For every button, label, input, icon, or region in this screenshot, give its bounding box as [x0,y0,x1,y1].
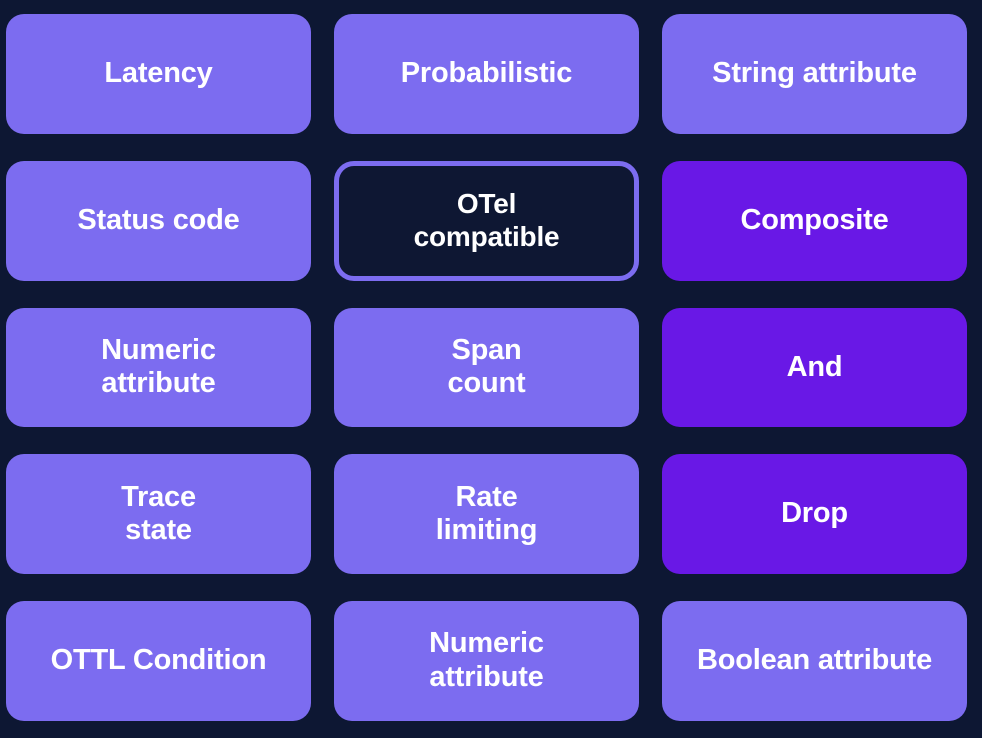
policy-tile[interactable]: Boolean attribute [662,601,967,721]
policy-tile[interactable]: Drop [662,454,967,575]
policy-tile[interactable]: Numeric attribute [6,307,311,428]
policy-tile-label: Span count [447,333,526,400]
policy-tile[interactable]: Span count [334,307,639,428]
policy-tile-label: Status code [77,203,240,236]
policy-tile[interactable]: Numeric attribute [334,601,639,721]
policy-tile-label: Probabilistic [400,57,573,90]
policy-tile-label: String attribute [712,57,917,90]
policy-tile-label: And [786,350,843,383]
policy-tile-label: Composite [740,203,889,236]
policy-tile-label: Drop [781,497,848,530]
policy-tile-label: Boolean attribute [696,644,933,677]
policy-tile-label: Rate limiting [435,480,538,547]
policy-tile[interactable]: Latency [6,14,311,134]
policy-tile[interactable]: Composite [662,160,967,281]
policy-tile[interactable]: Status code [6,160,311,281]
policy-tile[interactable]: OTel compatible [334,160,639,281]
policy-tile[interactable]: Rate limiting [334,454,639,575]
policy-tile-label: Trace state [121,480,196,547]
policy-tile-label: Numeric attribute [429,627,544,694]
policy-tile[interactable]: Trace state [6,454,311,575]
policy-tile[interactable]: String attribute [662,14,967,134]
policy-tile-label: Latency [104,57,213,90]
policy-tile[interactable]: Probabilistic [334,14,639,134]
policy-tile[interactable]: And [662,307,967,428]
policy-tile-label: OTel compatible [413,188,560,252]
policy-tile[interactable]: OTTL Condition [6,601,311,721]
policy-tile-label: Numeric attribute [101,333,216,400]
policy-tile-label: OTTL Condition [50,644,267,677]
